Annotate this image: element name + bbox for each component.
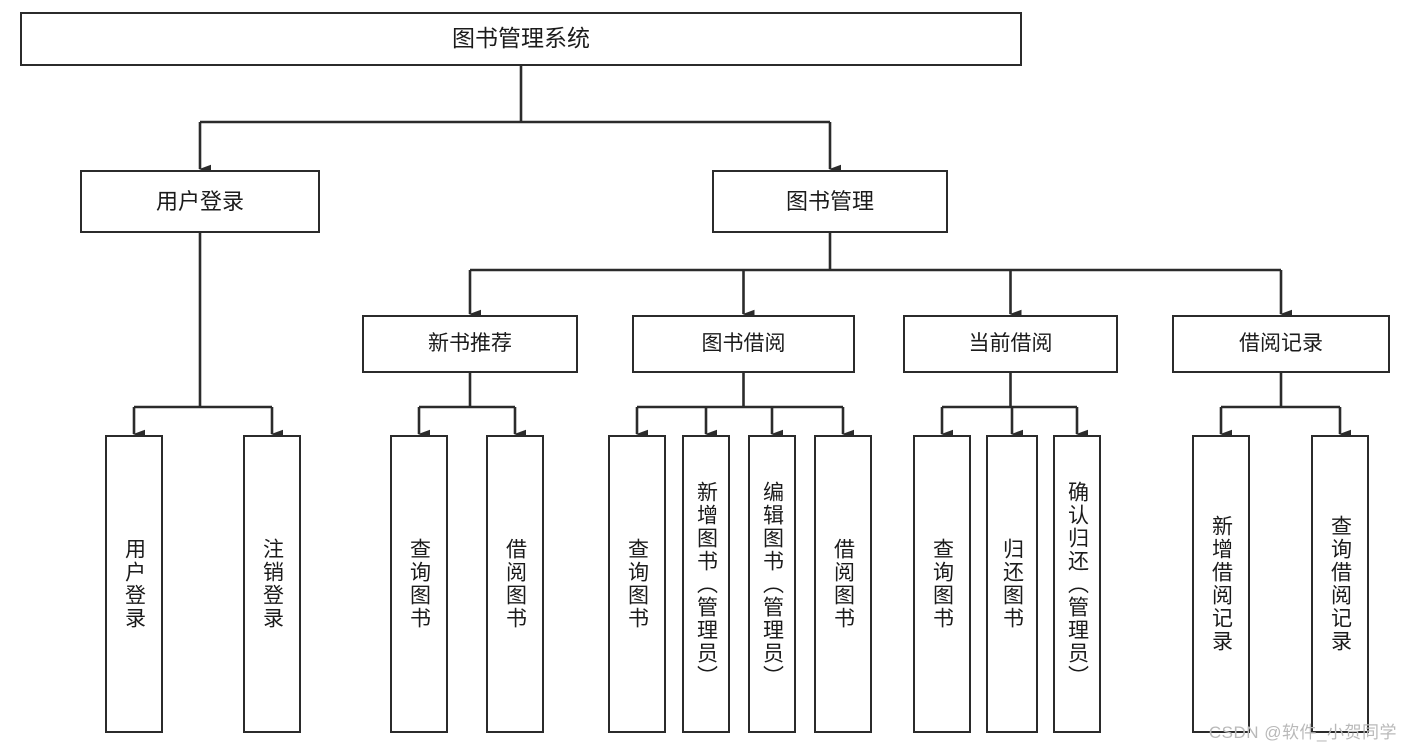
node-borrow-record[interactable]: 借阅记录 bbox=[1172, 315, 1390, 373]
node-label-leaf-return-book: 归还图书 bbox=[1000, 538, 1024, 630]
node-current-borrow[interactable]: 当前借阅 bbox=[903, 315, 1118, 373]
node-label-leaf-user-login: 用户登录 bbox=[122, 538, 146, 630]
node-leaf-user-login[interactable]: 用户登录 bbox=[105, 435, 163, 733]
node-label-leaf-logout: 注销登录 bbox=[260, 538, 284, 630]
node-label-leaf-add-book: 新增图书（管理员） bbox=[694, 480, 718, 688]
node-leaf-borrow-book-rec[interactable]: 借阅图书 bbox=[486, 435, 544, 733]
node-book-manage[interactable]: 图书管理 bbox=[712, 170, 948, 233]
node-new-book-rec[interactable]: 新书推荐 bbox=[362, 315, 578, 373]
node-label-leaf-borrow-book: 借阅图书 bbox=[831, 538, 855, 630]
connector-lines bbox=[132, 66, 1351, 439]
node-leaf-query-record[interactable]: 查询借阅记录 bbox=[1311, 435, 1369, 733]
node-label-borrow-record: 借阅记录 bbox=[1239, 331, 1323, 355]
node-leaf-query-book[interactable]: 查询图书 bbox=[608, 435, 666, 733]
node-label-leaf-add-record: 新增借阅记录 bbox=[1209, 515, 1233, 653]
node-label-new-book-rec: 新书推荐 bbox=[428, 331, 512, 355]
node-leaf-add-record[interactable]: 新增借阅记录 bbox=[1192, 435, 1250, 733]
node-leaf-borrow-book[interactable]: 借阅图书 bbox=[814, 435, 872, 733]
node-leaf-edit-book[interactable]: 编辑图书（管理员） bbox=[748, 435, 796, 733]
node-leaf-add-book[interactable]: 新增图书（管理员） bbox=[682, 435, 730, 733]
node-root[interactable]: 图书管理系统 bbox=[20, 12, 1022, 66]
node-label-book-borrow: 图书借阅 bbox=[701, 331, 786, 355]
node-user-login[interactable]: 用户登录 bbox=[80, 170, 320, 233]
node-leaf-return-book[interactable]: 归还图书 bbox=[986, 435, 1038, 733]
node-label-leaf-borrow-book-rec: 借阅图书 bbox=[503, 538, 527, 630]
node-label-leaf-query-book: 查询图书 bbox=[625, 538, 649, 630]
node-leaf-confirm-return[interactable]: 确认归还（管理员） bbox=[1053, 435, 1101, 733]
node-label-leaf-query-record: 查询借阅记录 bbox=[1328, 515, 1352, 653]
node-label-user-login: 用户登录 bbox=[155, 188, 244, 214]
node-label-root: 图书管理系统 bbox=[452, 25, 590, 52]
node-label-leaf-query-book-rec: 查询图书 bbox=[407, 538, 431, 630]
node-leaf-query-book-rec[interactable]: 查询图书 bbox=[390, 435, 448, 733]
node-label-leaf-query-book-cur: 查询图书 bbox=[930, 538, 954, 630]
node-label-current-borrow: 当前借阅 bbox=[968, 331, 1053, 355]
node-leaf-query-book-cur[interactable]: 查询图书 bbox=[913, 435, 971, 733]
node-label-leaf-edit-book: 编辑图书（管理员） bbox=[760, 480, 784, 688]
node-leaf-logout[interactable]: 注销登录 bbox=[243, 435, 301, 733]
node-book-borrow[interactable]: 图书借阅 bbox=[632, 315, 855, 373]
node-label-book-manage: 图书管理 bbox=[785, 188, 874, 214]
node-label-leaf-confirm-return: 确认归还（管理员） bbox=[1065, 480, 1089, 688]
